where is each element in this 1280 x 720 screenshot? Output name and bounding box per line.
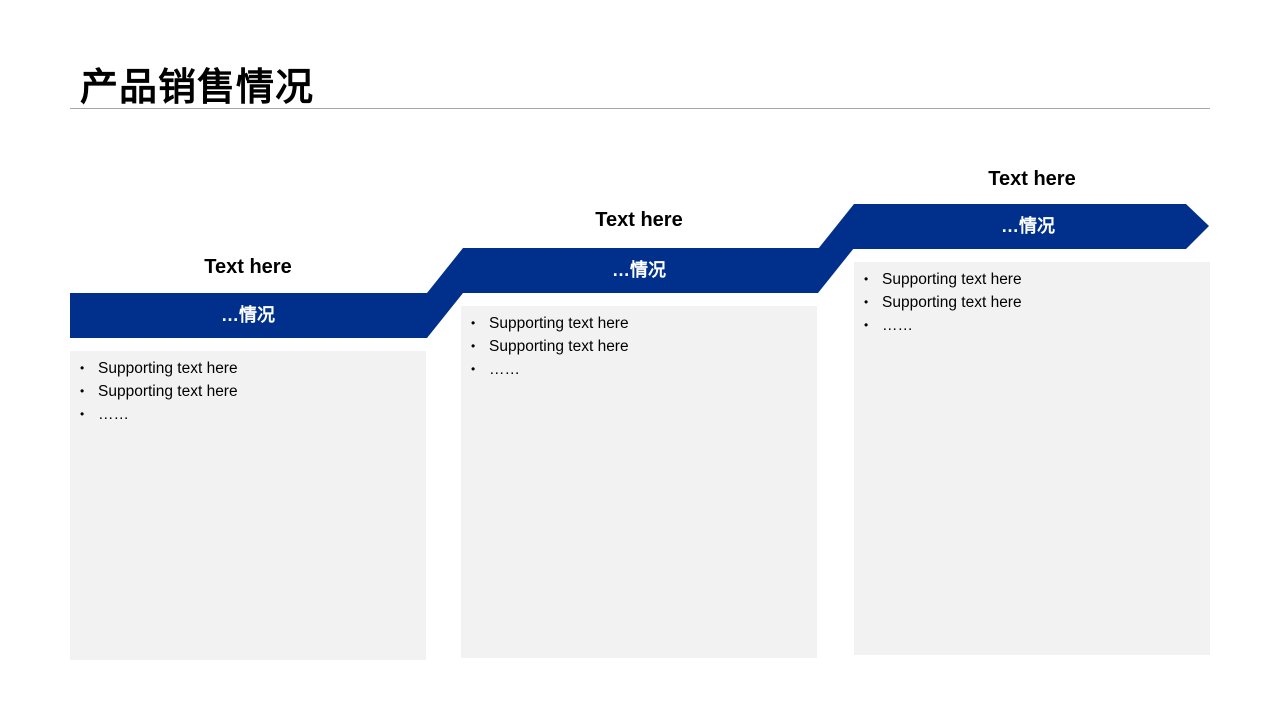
bullet-icon: • [864, 295, 869, 309]
step-3-bullet-list: • Supporting text here • Supporting text h… [864, 268, 1200, 337]
bullet-icon: • [471, 339, 476, 353]
list-item: • …… [864, 314, 1200, 337]
step-2-heading: Text here [595, 209, 683, 231]
bullet-text: …… [882, 317, 913, 334]
step-band-3 [818, 204, 1209, 249]
list-item: • Supporting text here [471, 335, 807, 358]
step-1-content-box: • Supporting text here • Supporting text h… [70, 351, 426, 660]
step-1-bullet-list: • Supporting text here • Supporting text h… [80, 357, 416, 426]
bullet-icon: • [471, 362, 476, 376]
step-1-heading: Text here [204, 256, 292, 278]
list-item: • Supporting text here [80, 380, 416, 403]
list-item: • …… [471, 358, 807, 381]
step-band-2 [427, 248, 854, 293]
step-3-content-box: • Supporting text here • Supporting text h… [854, 262, 1210, 655]
bullet-text: …… [98, 406, 129, 423]
step-1-band-label: …情况 [221, 305, 275, 325]
bullet-icon: • [80, 361, 85, 375]
bullet-text: Supporting text here [882, 294, 1022, 311]
step-2-bullet-list: • Supporting text here • Supporting text h… [471, 312, 807, 381]
list-item: • Supporting text here [80, 357, 416, 380]
bullet-text: Supporting text here [882, 271, 1022, 288]
bullet-text: Supporting text here [489, 315, 629, 332]
bullet-icon: • [864, 272, 869, 286]
bullet-icon: • [471, 316, 476, 330]
title-divider [70, 108, 1210, 109]
bullet-icon: • [80, 384, 85, 398]
bullet-icon: • [80, 407, 85, 421]
bullet-text: Supporting text here [489, 338, 629, 355]
list-item: • Supporting text here [471, 312, 807, 335]
list-item: • Supporting text here [864, 268, 1200, 291]
page-title: 产品销售情况 [80, 67, 315, 109]
step-2-content-box: • Supporting text here • Supporting text h… [461, 306, 817, 658]
list-item: • …… [80, 403, 416, 426]
step-2-band-label: …情况 [612, 260, 666, 280]
list-item: • Supporting text here [864, 291, 1200, 314]
bullet-text: Supporting text here [98, 360, 238, 377]
bullet-text: …… [489, 361, 520, 378]
step-3-band-label: …情况 [1001, 216, 1055, 236]
bullet-text: Supporting text here [98, 383, 238, 400]
bullet-icon: • [864, 318, 869, 332]
step-band-1 [70, 293, 463, 338]
step-3-heading: Text here [988, 168, 1076, 190]
